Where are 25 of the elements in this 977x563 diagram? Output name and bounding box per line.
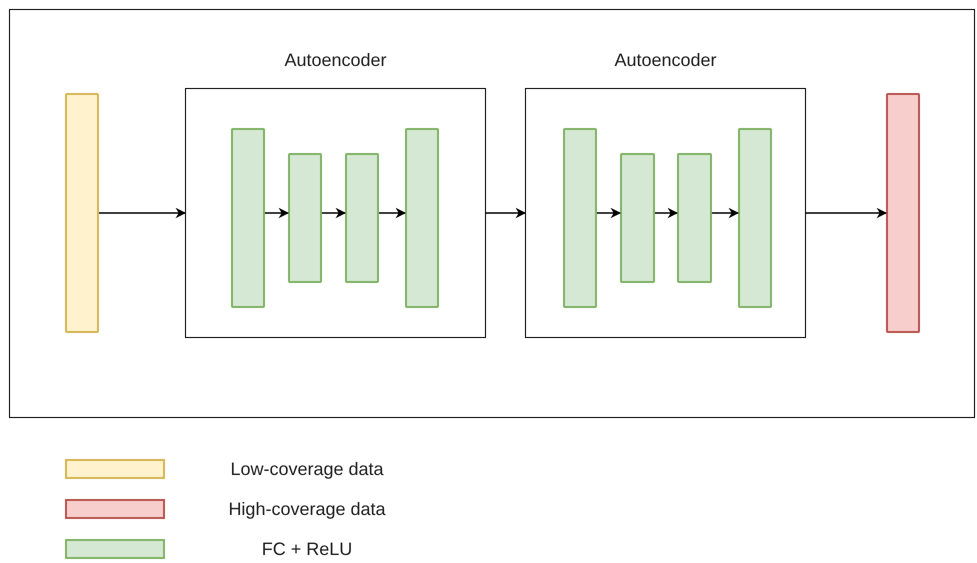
fc-layer-bar <box>405 128 439 308</box>
box-heading: Autoencoder <box>613 49 718 72</box>
fc-layer-bar <box>288 153 322 283</box>
fc-layer-bar <box>345 153 379 283</box>
output-layer-bar <box>886 93 920 333</box>
input-layer-bar <box>65 93 99 333</box>
arrow <box>486 208 526 218</box>
fc-layer-bar <box>677 153 712 283</box>
fc-layer-bar <box>620 153 655 283</box>
fc-layer-bar <box>738 128 772 308</box>
arrow <box>806 208 888 218</box>
box-heading: Autoencoder <box>283 49 388 72</box>
outer-frame <box>9 9 975 418</box>
arrow <box>655 208 678 218</box>
arrow <box>712 208 740 218</box>
legend-label: FC + ReLU <box>260 538 354 560</box>
fc-layer-bar <box>563 128 597 308</box>
legend-label: High-coverage data <box>227 498 387 521</box>
fc-layer-bar <box>231 128 265 308</box>
arrow <box>322 208 346 218</box>
arrow <box>379 208 406 218</box>
arrow <box>597 208 622 218</box>
arrow <box>265 208 290 218</box>
arrow <box>99 208 186 218</box>
legend-label: Low-coverage data <box>229 458 385 481</box>
